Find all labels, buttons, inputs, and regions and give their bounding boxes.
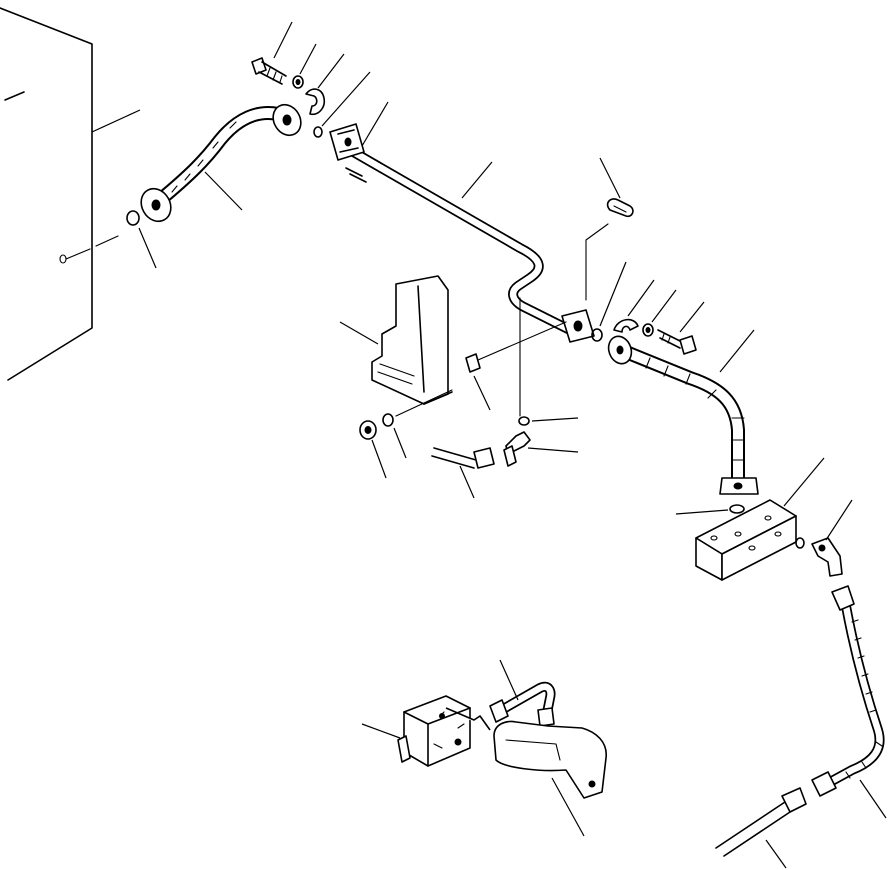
valve-pipe — [489, 681, 556, 727]
leader-line-washer-top — [299, 43, 317, 75]
split-flange-right — [613, 318, 639, 333]
leader-line-pressure-hose-right — [859, 779, 887, 819]
elbow-fitting-center — [503, 431, 531, 467]
u-bolt-clip — [606, 198, 634, 218]
bolt-top — [251, 57, 287, 85]
leader-line-washer-center — [393, 427, 407, 459]
nut — [359, 420, 377, 440]
leader-line-main-pipe-flange — [361, 101, 389, 147]
leader-line-o-ring-center — [531, 417, 579, 422]
bracket-guide-line — [395, 389, 453, 417]
pressure-hose-right — [811, 585, 885, 797]
leader-line-bolt-top — [273, 21, 293, 59]
washer-center — [382, 413, 394, 427]
leader-line-bracket — [339, 321, 379, 345]
leader-line-split-flange-right — [627, 279, 655, 317]
leader-line-elbow-center — [527, 447, 579, 453]
leader-line-washer-right — [651, 289, 677, 323]
leader-line-o-ring-right — [599, 261, 627, 327]
tube-bottom-right — [715, 787, 807, 857]
washer-right — [642, 323, 654, 337]
bolt-center — [431, 447, 495, 469]
leader-line-u-bolt — [599, 157, 621, 199]
leader-line-split-flange-top — [317, 53, 345, 89]
leader-line-tube-bottom-right — [765, 839, 787, 869]
o-ring-top — [313, 126, 323, 138]
leader-line-elbow-right — [825, 499, 853, 541]
leader-line-suction-hose-left — [204, 171, 243, 211]
leader-line-o-ring-block — [675, 509, 729, 515]
split-flange-top — [305, 88, 326, 116]
tank-housing — [0, 7, 119, 381]
leader-line-valve-pipe — [499, 659, 519, 701]
leader-line-bolt-center — [459, 465, 475, 499]
leader-line-o-ring-top — [321, 71, 371, 127]
leader-line-suction-hose-right — [719, 329, 755, 373]
control-valve — [397, 695, 491, 767]
o-ring-block — [729, 504, 745, 514]
leader-line-o-ring-tank — [138, 227, 157, 269]
o-ring-tank — [126, 210, 140, 226]
leader-line-valve — [361, 723, 401, 739]
suction-hose-left — [140, 103, 302, 223]
leader-line-housing — [91, 109, 141, 133]
washer-top — [292, 75, 304, 89]
valve-bracket-plate — [493, 720, 607, 799]
clip-guide-to-flange — [477, 321, 567, 361]
main-pipe — [329, 123, 595, 343]
bolt-right — [657, 329, 697, 355]
suction-hose-right — [607, 335, 759, 495]
leader-line-nut — [371, 439, 387, 479]
o-ring-center — [518, 416, 530, 426]
leader-line-bolt-right — [679, 301, 705, 333]
clip-guide-line — [585, 223, 609, 301]
elbow-fitting-right — [811, 537, 843, 577]
manifold-block — [695, 499, 797, 581]
mounting-bracket — [371, 275, 453, 405]
clip-small — [465, 353, 481, 373]
leader-line-valve-bracket — [551, 777, 585, 837]
o-ring-elbow — [795, 537, 805, 549]
leader-line-manifold-block — [783, 457, 825, 507]
o-ring-right — [591, 328, 603, 342]
leader-line-clip-small — [473, 375, 491, 411]
leader-line-main-pipe — [461, 161, 493, 199]
